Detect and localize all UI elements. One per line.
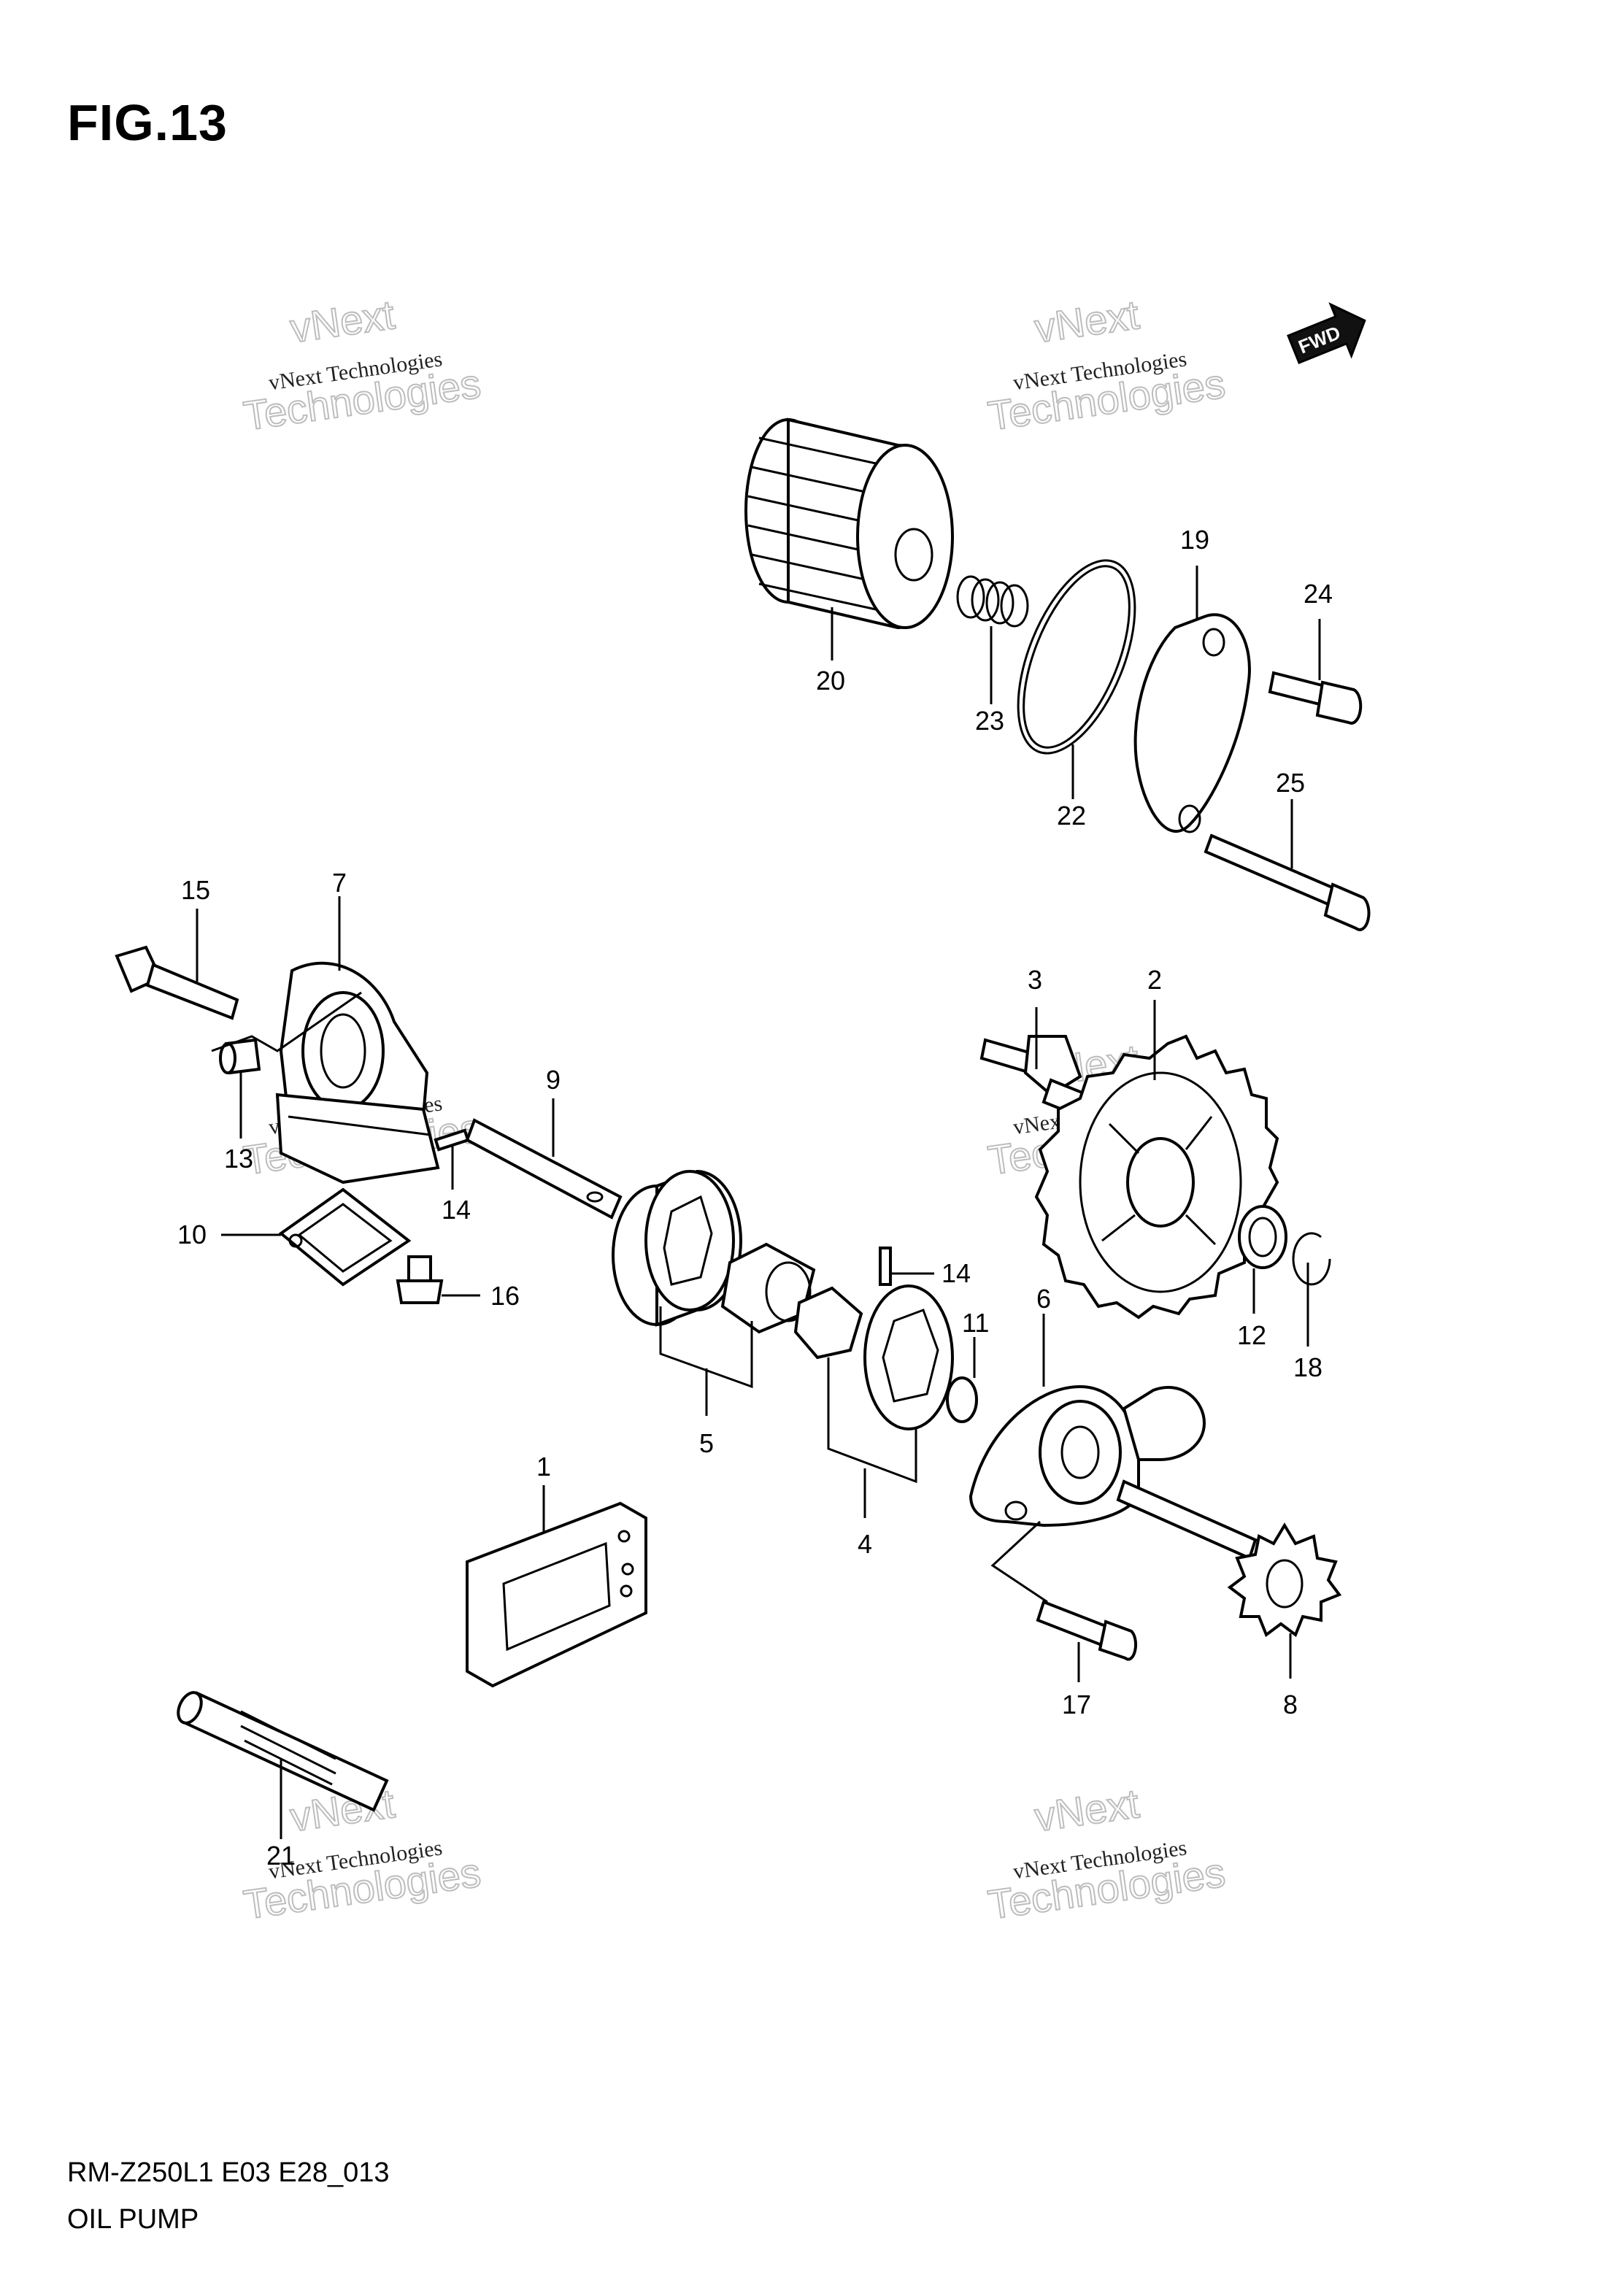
long-screw-part [1204,833,1371,931]
callout-12: 12 [1237,1320,1266,1350]
inner-rotor-2-part [793,1286,863,1360]
callout-20: 20 [816,666,845,696]
callout-15: 15 [181,875,210,905]
callout-19: 19 [1180,525,1209,555]
callout-6: 6 [1036,1284,1051,1314]
callout-22: 22 [1057,801,1086,831]
callout-21: 21 [266,1841,296,1871]
pin-part-right [879,1247,892,1286]
callout-18: 18 [1293,1352,1322,1382]
watermark-top-left: vNext vNext Technologies Technologies [240,290,484,439]
short-screw-part [1268,671,1363,725]
callout-9: 9 [546,1065,561,1095]
callout-14-right: 14 [942,1258,971,1288]
callout-25: 25 [1276,768,1305,798]
callout-7: 7 [332,868,347,898]
washer-part [946,1376,978,1423]
svg-text:vNext: vNext [288,291,398,351]
o-ring-part [1017,559,1136,755]
callout-1: 1 [536,1452,551,1482]
leader-lines [196,566,1321,1839]
pump-drive-gear-part [1116,1479,1342,1638]
callout-14-left: 14 [442,1195,471,1225]
callout-23: 23 [975,706,1004,736]
strainer-pipe-part [177,1691,389,1812]
flange-bolt-part [115,945,239,1020]
filter-cap-part [1133,613,1251,833]
model-code: RM-Z250L1 E03 E28_013 [67,2157,390,2188]
callout-24: 24 [1304,579,1333,609]
circlip-part [1292,1232,1331,1286]
diagram-title: OIL PUMP [67,2204,199,2235]
svg-text:vNext: vNext [1032,291,1142,351]
callout-11: 11 [962,1308,989,1338]
oil-filter-part [744,417,954,630]
small-screw-part [396,1255,444,1304]
callout-3: 3 [1028,965,1042,995]
pump-shaft-part [465,1118,623,1220]
pump-gasket-part [466,1501,647,1688]
callout-5: 5 [699,1428,714,1458]
callout-numbers: 20 23 22 19 24 25 15 7 13 14 9 10 16 5 4… [177,525,1333,1871]
oil-pump-body-part [969,1384,1206,1528]
callout-16: 16 [490,1281,520,1311]
dowel-pin-part [219,1038,261,1075]
callout-4: 4 [858,1529,872,1559]
callout-8: 8 [1283,1690,1298,1719]
callout-10: 10 [177,1220,207,1249]
callout-17: 17 [1062,1690,1091,1719]
watermark-bottom-right: vNext vNext Technologies Technologies [985,1779,1228,1928]
fwd-arrow-icon: FWD [1287,302,1366,365]
screen-plate-part [278,1187,412,1287]
outer-rotor-part [612,1169,742,1327]
watermark-top-right: vNext vNext Technologies Technologies [985,290,1228,439]
callout-2: 2 [1147,965,1162,995]
outer-rotor-2-part [863,1284,954,1430]
oil-strainer-housing-part [275,961,440,1184]
svg-text:vNext: vNext [1032,1780,1142,1840]
long-screw-2-part [1036,1600,1138,1661]
gear-washer-part [1238,1205,1287,1269]
callout-13: 13 [224,1144,253,1174]
driven-gear-part [1034,1034,1279,1320]
figure-title: FIG.13 [67,94,228,151]
spring-part [956,575,1029,628]
